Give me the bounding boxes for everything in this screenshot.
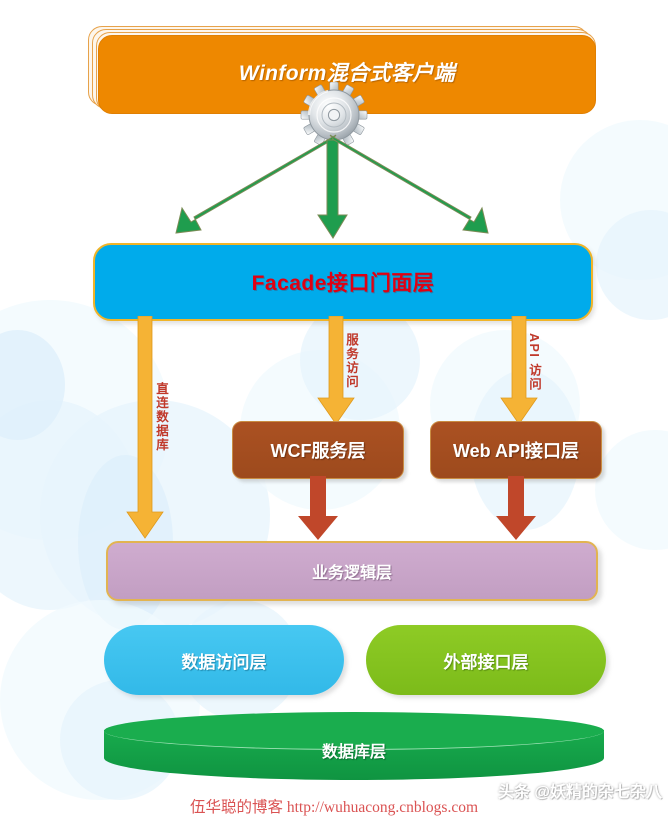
node-data-access-layer[interactable]: 数据访问层 bbox=[104, 625, 344, 695]
arrow-client-to-facade-left bbox=[175, 134, 337, 234]
arrow-facade-to-business bbox=[126, 316, 164, 539]
toutiao-watermark: 头条 @妖精的杂七杂八 bbox=[497, 784, 662, 801]
node-web-api-layer-label: Web API接口层 bbox=[452, 441, 579, 461]
node-database-layer[interactable]: 数据库层 bbox=[104, 712, 604, 790]
database-cylinder-top bbox=[104, 712, 604, 750]
service-to-business-arrows bbox=[298, 476, 536, 540]
node-data-access-layer-label: 数据访问层 bbox=[181, 652, 267, 672]
flow-label-api-access: API 访问 bbox=[527, 333, 541, 392]
blog-watermark: 伍华聪的博客 http://wuhuacong.cnblogs.com bbox=[189, 799, 478, 816]
node-external-interface-layer[interactable]: 外部接口层 bbox=[366, 625, 606, 695]
arrow-facade-to-wcf bbox=[317, 316, 355, 425]
arrow-webapi-to-business bbox=[496, 476, 536, 540]
arrow-client-to-facade-right bbox=[329, 134, 489, 234]
arrow-facade-to-webapi bbox=[500, 316, 538, 425]
flow-label-service-access: 服务访问 bbox=[344, 333, 358, 389]
gear-icon bbox=[300, 82, 368, 149]
client-to-facade-arrows bbox=[175, 134, 489, 239]
node-web-api-layer[interactable]: Web API接口层 bbox=[430, 421, 602, 479]
arrow-client-to-facade-middle bbox=[317, 139, 348, 239]
facade-outgoing-arrows bbox=[126, 316, 538, 539]
node-wcf-service-layer[interactable]: WCF服务层 bbox=[232, 421, 404, 479]
node-facade-layer[interactable]: Facade接口门面层 bbox=[93, 243, 593, 321]
node-wcf-service-layer-label: WCF服务层 bbox=[270, 441, 366, 461]
node-database-layer-label: 数据库层 bbox=[321, 744, 386, 761]
arrow-wcf-to-business bbox=[298, 476, 338, 540]
flow-label-direct-db: 直连数据库 bbox=[154, 382, 168, 452]
node-business-logic-layer-label: 业务逻辑层 bbox=[311, 565, 392, 582]
node-facade-layer-label: Facade接口门面层 bbox=[251, 272, 435, 295]
node-winform-client-label: Winform混合式客户端 bbox=[238, 61, 456, 85]
node-business-logic-layer[interactable]: 业务逻辑层 bbox=[106, 541, 598, 601]
node-external-interface-layer-label: 外部接口层 bbox=[443, 652, 529, 672]
